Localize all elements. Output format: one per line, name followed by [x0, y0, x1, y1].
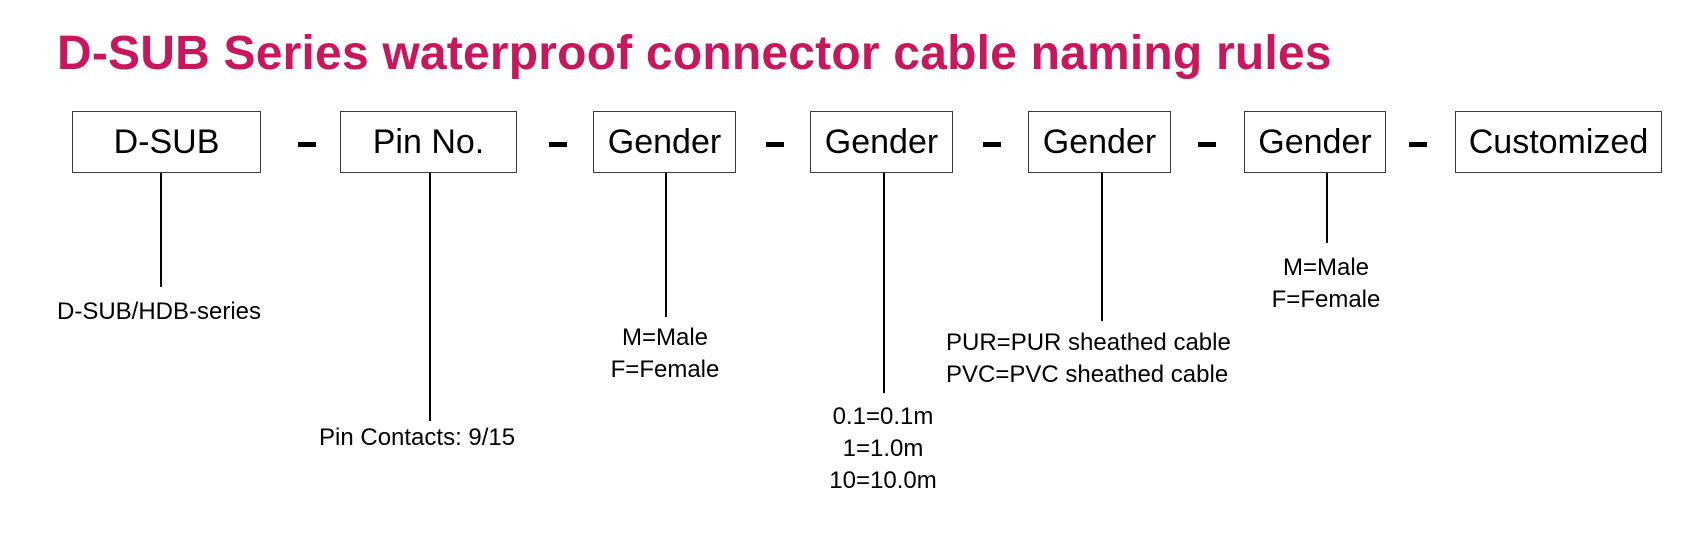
description-dsub: D-SUB/HDB-series: [57, 296, 261, 328]
segment-box-gender-3: Gender: [1028, 111, 1171, 173]
separator-dash: [983, 142, 1001, 147]
description-line: F=Female: [1271, 286, 1381, 313]
description-line: PUR=PUR sheathed cable: [946, 329, 1231, 356]
connector-line-gender-1: [665, 173, 667, 317]
description-line: Pin Contacts: 9/15: [319, 424, 516, 451]
connector-line-dsub: [160, 173, 162, 287]
separator-dash: [766, 142, 784, 147]
description-line: 0.1=0.1m: [832, 403, 934, 430]
separator-dash: [1198, 142, 1216, 147]
segment-box-customized: Customized: [1455, 111, 1662, 173]
description-line: F=Female: [610, 356, 720, 383]
segment-box-gender-4: Gender: [1244, 111, 1386, 173]
connector-line-gender-2: [883, 173, 885, 393]
description-gender-4: M=Male F=Female: [1256, 252, 1396, 316]
separator-dash: [549, 142, 567, 147]
description-gender-3: PUR=PUR sheathed cable PVC=PVC sheathed …: [946, 327, 1231, 391]
segment-box-gender-2: Gender: [810, 111, 953, 173]
description-line: M=Male: [621, 324, 709, 351]
description-gender-2: 0.1=0.1m 1=1.0m 10=10.0m: [818, 401, 948, 497]
description-pin-no: Pin Contacts: 9/15: [319, 422, 515, 454]
segment-box-dsub: D-SUB: [72, 111, 261, 173]
segment-box-gender-1: Gender: [593, 111, 736, 173]
description-line: 1=1.0m: [842, 435, 924, 462]
segment-box-pin-no: Pin No.: [340, 111, 517, 173]
connector-line-gender-3: [1101, 173, 1103, 321]
connector-line-pin-no: [429, 173, 431, 421]
description-line: 10=10.0m: [829, 467, 937, 494]
description-gender-1: M=Male F=Female: [595, 322, 735, 386]
description-line: M=Male: [1282, 254, 1370, 281]
diagram-title: D-SUB Series waterproof connector cable …: [57, 27, 1332, 80]
connector-line-gender-4: [1326, 173, 1328, 243]
separator-dash: [1409, 142, 1427, 147]
description-line: D-SUB/HDB-series: [57, 298, 262, 325]
separator-dash: [298, 142, 316, 147]
description-line: PVC=PVC sheathed cable: [946, 361, 1229, 388]
